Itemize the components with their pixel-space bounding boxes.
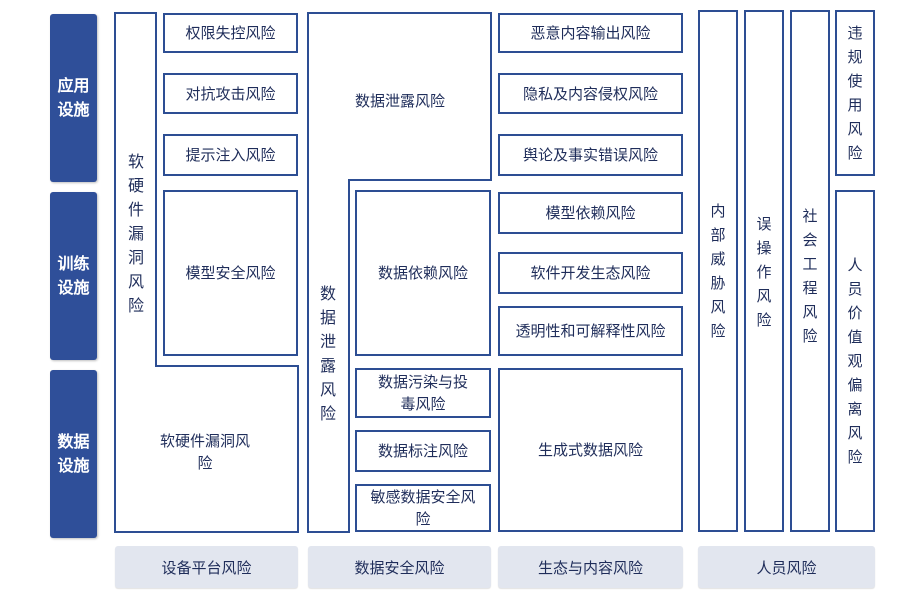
personnel-values-label: 人员价值观偏离风险 bbox=[847, 256, 863, 466]
layer-application-label: 应用设施 bbox=[57, 76, 90, 119]
device-vuln-bottom-label: 软硬件漏洞风险 bbox=[160, 432, 251, 472]
eco-opinion: 舆论及事实错误风险 bbox=[498, 134, 683, 176]
data-leak-vertical: 数据泄露风险 bbox=[316, 282, 340, 426]
eco-privacy: 隐私及内容侵权风险 bbox=[498, 73, 683, 114]
personnel-misuse-label: 违规使用风险 bbox=[847, 24, 863, 162]
data-leak-top-label: 数据泄露风险 bbox=[354, 92, 445, 110]
category-ecosystem-content: 生态与内容风险 bbox=[498, 546, 683, 588]
category-data-security-label: 数据安全风险 bbox=[354, 558, 445, 577]
category-device-platform: 设备平台风险 bbox=[115, 546, 298, 588]
device-vuln-vertical-label: 软硬件漏洞风险 bbox=[127, 152, 144, 315]
personnel-social-engineering-label: 社会工程风险 bbox=[802, 207, 818, 345]
data-poisoning-label: 数据污染与投毒风险 bbox=[378, 373, 469, 413]
eco-opinion-label: 舆论及事实错误风险 bbox=[522, 146, 658, 164]
eco-model-dependency-label: 模型依赖风险 bbox=[545, 204, 636, 222]
personnel-misoperation-label: 误操作风险 bbox=[756, 215, 772, 329]
device-prompt-injection-label: 提示注入风险 bbox=[185, 146, 276, 164]
category-data-security: 数据安全风险 bbox=[308, 546, 491, 588]
category-device-platform-label: 设备平台风险 bbox=[161, 558, 252, 577]
eco-transparency: 透明性和可解释性风险 bbox=[498, 306, 683, 356]
layer-application: 应用设施 bbox=[50, 14, 97, 182]
personnel-misuse: 违规使用风险 bbox=[835, 10, 875, 176]
device-permission: 权限失控风险 bbox=[163, 13, 298, 53]
eco-generative-data-label: 生成式数据风险 bbox=[537, 441, 643, 459]
device-permission-label: 权限失控风险 bbox=[185, 24, 276, 42]
eco-privacy-label: 隐私及内容侵权风险 bbox=[522, 84, 658, 103]
data-sensitive: 敏感数据安全风险 bbox=[355, 484, 491, 532]
category-personnel: 人员风险 bbox=[698, 546, 875, 588]
data-labeling: 数据标注风险 bbox=[355, 430, 491, 472]
personnel-social-engineering: 社会工程风险 bbox=[790, 10, 830, 532]
layer-training-label: 训练设施 bbox=[57, 254, 90, 297]
data-dependency-label: 数据依赖风险 bbox=[377, 264, 468, 282]
data-sensitive-label: 敏感数据安全风险 bbox=[370, 488, 476, 528]
data-poisoning: 数据污染与投毒风险 bbox=[355, 368, 491, 418]
personnel-values: 人员价值观偏离风险 bbox=[835, 190, 875, 532]
eco-generative-data: 生成式数据风险 bbox=[498, 368, 683, 532]
personnel-insider-label: 内部威胁风险 bbox=[710, 202, 726, 340]
data-leak-vertical-label: 数据泄露风险 bbox=[319, 284, 336, 423]
layer-training: 训练设施 bbox=[50, 192, 97, 360]
eco-malicious-output: 恶意内容输出风险 bbox=[498, 13, 683, 53]
eco-software-ecosystem-label: 软件开发生态风险 bbox=[530, 264, 651, 282]
device-adversarial: 对抗攻击风险 bbox=[163, 73, 298, 114]
category-ecosystem-content-label: 生态与内容风险 bbox=[537, 558, 643, 577]
data-dependency: 数据依赖风险 bbox=[355, 190, 491, 356]
device-model-security-label: 模型安全风险 bbox=[185, 264, 276, 282]
device-vuln-vertical: 软硬件漏洞风险 bbox=[124, 150, 148, 318]
data-labeling-label: 数据标注风险 bbox=[377, 442, 468, 460]
data-leak-top: 数据泄露风险 bbox=[330, 90, 470, 112]
eco-transparency-label: 透明性和可解释性风险 bbox=[515, 322, 666, 340]
eco-model-dependency: 模型依赖风险 bbox=[498, 192, 683, 234]
eco-software-ecosystem: 软件开发生态风险 bbox=[498, 252, 683, 294]
personnel-misoperation: 误操作风险 bbox=[744, 10, 784, 532]
category-personnel-label: 人员风险 bbox=[756, 558, 817, 577]
device-prompt-injection: 提示注入风险 bbox=[163, 134, 298, 176]
personnel-insider: 内部威胁风险 bbox=[698, 10, 738, 532]
device-model-security: 模型安全风险 bbox=[163, 190, 298, 356]
layer-data-label: 数据设施 bbox=[57, 432, 90, 475]
device-vuln-bottom: 软硬件漏洞风险 bbox=[130, 430, 280, 474]
layer-data: 数据设施 bbox=[50, 370, 97, 538]
eco-malicious-output-label: 恶意内容输出风险 bbox=[530, 24, 651, 42]
device-adversarial-label: 对抗攻击风险 bbox=[185, 84, 276, 103]
